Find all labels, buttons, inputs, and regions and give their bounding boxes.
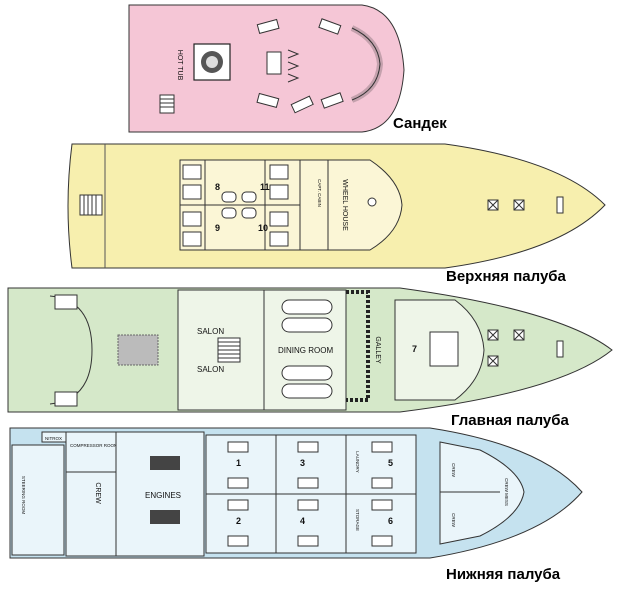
- dining-room-label: DINING ROOM: [278, 346, 333, 355]
- lower-deck-title: Нижняя палуба: [446, 566, 561, 583]
- upper-bathrooms: [221, 191, 257, 219]
- crew-fwd-bottom-label: CREW: [451, 513, 456, 528]
- main-deck-title: Главная палуба: [451, 412, 569, 429]
- upper-stairs: [79, 194, 103, 216]
- capt-cabin-label: CAPT. CABIN: [317, 179, 322, 207]
- cabin-1-label: 1: [236, 458, 241, 468]
- engines: [150, 456, 180, 524]
- cabin-7-bed: [429, 331, 459, 367]
- dining-tables: [281, 299, 333, 399]
- upper-deck: 8 11 9 10 CAPT. CABIN WHEEL HOUSE: [67, 143, 606, 269]
- main-deck: SALON SALON DINING ROOM GALLEY 7: [7, 287, 613, 413]
- galley-label: GALLEY: [374, 336, 381, 364]
- main-bow-fittings: [487, 329, 564, 367]
- upper-bow-fittings: [487, 196, 564, 214]
- sundeck-deck: HOT TUB: [128, 4, 405, 133]
- helm-seat: [367, 197, 377, 207]
- aft-stairs-bottom: [54, 391, 78, 407]
- cabin-5-label: 5: [388, 458, 393, 468]
- dive-platform-mat: [117, 334, 159, 366]
- salon-bottom-label: SALON: [197, 365, 224, 374]
- hot-tub-label: HOT TUB: [176, 50, 183, 81]
- crew-mess-label: CREW MESS: [504, 478, 509, 506]
- sun-lounger: [256, 18, 280, 35]
- galley-wall: [346, 290, 370, 402]
- upper-deck-title: Верхняя палуба: [446, 268, 566, 285]
- sun-lounger: [256, 92, 280, 109]
- steering-room: [11, 444, 65, 556]
- wheel-house: [327, 159, 403, 251]
- steering-room-label: STEERING ROOM: [21, 476, 26, 515]
- sundeck-chairs: [287, 49, 300, 83]
- aft-stairs-top: [54, 294, 78, 310]
- upper-beds: [182, 164, 289, 247]
- lower-deck: NITROX COMPRESSOR ROOM STEERING ROOM CRE…: [9, 427, 583, 559]
- cabin-9-label: 9: [215, 223, 220, 233]
- cabin-10-label: 10: [258, 223, 268, 233]
- lower-beds: [227, 441, 393, 547]
- cabin-3-label: 3: [300, 458, 305, 468]
- sundeck-stairs: [159, 94, 175, 114]
- crew-aft-label: CREW: [94, 482, 101, 504]
- cabin-6-label: 6: [388, 516, 393, 526]
- crew-aft-room: [65, 471, 117, 557]
- wheel-house-label: WHEEL HOUSE: [341, 179, 348, 231]
- engine-room: [115, 431, 205, 557]
- cabin-7-label: 7: [412, 344, 417, 354]
- salon-top-label: SALON: [197, 327, 224, 336]
- cabin-4-label: 4: [300, 516, 305, 526]
- engines-label: ENGINES: [145, 491, 181, 500]
- crew-fwd-top-label: CREW: [451, 463, 456, 478]
- crew-forward-room: [439, 441, 525, 545]
- compressor-room-label: COMPRESSOR ROOM: [70, 443, 118, 448]
- laundry-label: LAUNDRY: [355, 451, 360, 472]
- sun-lounger: [318, 18, 342, 35]
- sundeck-title: Сандек: [393, 115, 447, 132]
- sun-lounger: [320, 92, 344, 109]
- compressor-room: [65, 431, 117, 473]
- storage-label: STORAGE: [355, 509, 360, 531]
- cabin-2-label: 2: [236, 516, 241, 526]
- capt-cabin: [299, 159, 329, 251]
- sundeck-table: [266, 51, 282, 75]
- cabin-11-label: 11: [260, 182, 270, 192]
- sun-lounger: [290, 95, 314, 114]
- nitrox-label: NITROX: [45, 436, 62, 441]
- cabin-8-label: 8: [215, 182, 220, 192]
